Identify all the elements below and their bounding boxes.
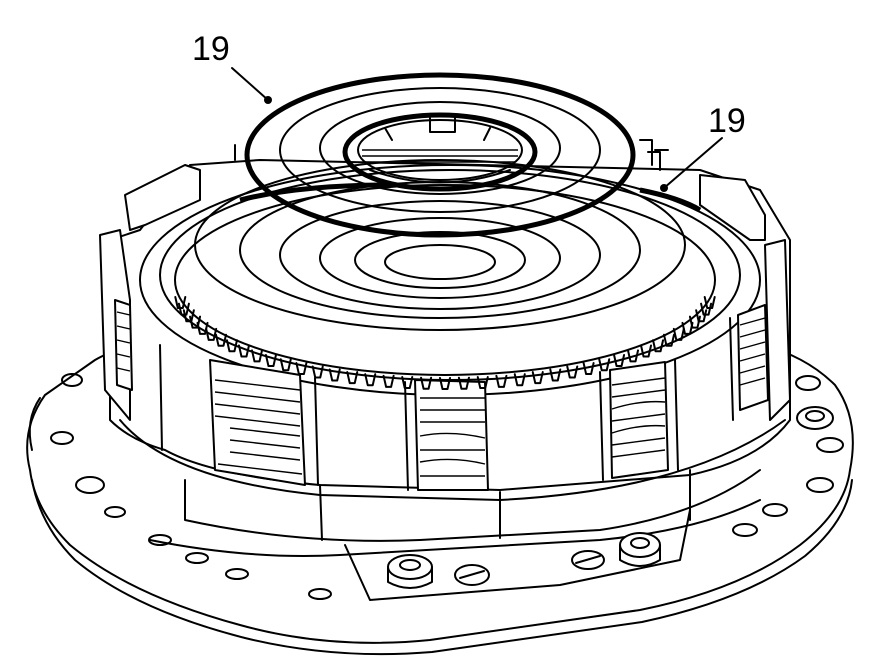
spline-tooth [457, 376, 470, 390]
spline-tooth [681, 321, 694, 335]
spline-tooth [279, 358, 292, 372]
drum-seal-item-19 [234, 139, 702, 213]
spline-tooth [215, 333, 228, 347]
spline-tooth [495, 374, 508, 388]
spline-tooth [237, 344, 250, 358]
spline-tooth [627, 349, 640, 363]
spline-tooth [703, 296, 716, 310]
spline-tooth [205, 327, 218, 341]
spline-tooth [598, 358, 611, 372]
spline-tooth [250, 349, 263, 363]
spline-tooth [225, 339, 238, 353]
spline-tooth [513, 373, 526, 387]
spline-tooth [549, 368, 562, 382]
spline-tooth [531, 371, 544, 385]
spline-tooth [328, 368, 341, 382]
spline-tooth [382, 374, 395, 388]
spline-tooth [652, 339, 665, 353]
splined-hub [174, 184, 716, 390]
callout-right: 19 [660, 102, 746, 192]
spline-tooth [700, 302, 713, 316]
spline-tooth [364, 373, 377, 387]
spline-tooth [566, 365, 579, 379]
clutch-plate-stack [116, 311, 766, 477]
spline-tooth [640, 344, 653, 358]
callout-label-left: 19 [192, 30, 230, 68]
spline-tooth [672, 327, 685, 341]
spline-tooth [420, 376, 433, 390]
callout-left: 19 [192, 30, 272, 104]
callout-label-right: 19 [708, 102, 746, 140]
spline-tooth [182, 309, 195, 323]
spline-tooth [582, 362, 595, 376]
spline-tooth [189, 315, 202, 329]
spline-tooth [346, 371, 359, 385]
spline-tooth [311, 365, 324, 379]
spline-tooth [613, 353, 626, 367]
spline-tooth [695, 309, 708, 323]
spline-tooth [295, 362, 308, 376]
spline-tooth [264, 353, 277, 367]
spline-tooth [662, 333, 675, 347]
spline-tooth [439, 377, 451, 390]
spline-tooth [401, 376, 414, 390]
spline-tooth [476, 376, 489, 390]
seal-ring-item-19 [244, 72, 636, 238]
